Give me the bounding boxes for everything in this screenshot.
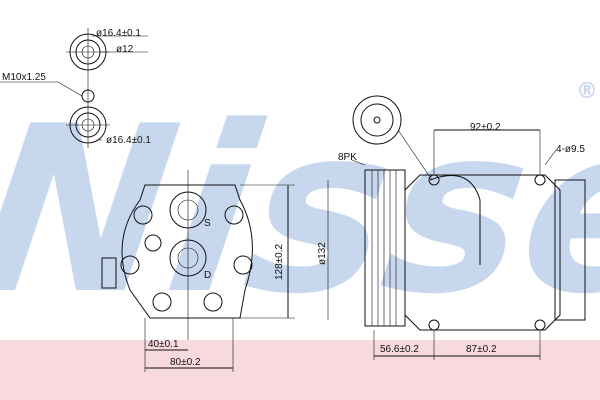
port-discharge: D: [204, 270, 211, 281]
dim-offset: 40±0.1: [148, 339, 179, 350]
dim-thread: M10x1.25: [2, 72, 46, 83]
dim-belt: 8PK: [338, 152, 357, 163]
dim-mount-holes: 4-ø9.5: [556, 144, 585, 155]
dim-height: 128±0.2: [274, 243, 285, 280]
front-view: [101, 170, 295, 372]
dim-mount-spacing-bottom: 87±0.2: [466, 344, 497, 355]
dim-width: 80±0.2: [170, 357, 201, 368]
port-suction: S: [204, 218, 211, 229]
footer-band: [0, 340, 600, 400]
watermark-brand: Nissens: [0, 76, 600, 345]
dim-pulley-offset: 56.6±0.2: [380, 344, 419, 355]
watermark-registered: ®: [576, 79, 598, 104]
fitting-detail: [0, 28, 148, 148]
side-view: [327, 95, 586, 360]
dim-fitting-inner: ø12: [116, 44, 134, 55]
dim-fitting-outer-top: ø16.4±0.1: [96, 28, 141, 39]
watermark: Nissens ®: [0, 76, 600, 345]
dim-mount-spacing-top: 92±0.2: [470, 122, 501, 133]
dim-fitting-outer-bottom: ø16.4±0.1: [106, 135, 151, 146]
dim-pulley-diameter: ø132: [317, 242, 328, 265]
